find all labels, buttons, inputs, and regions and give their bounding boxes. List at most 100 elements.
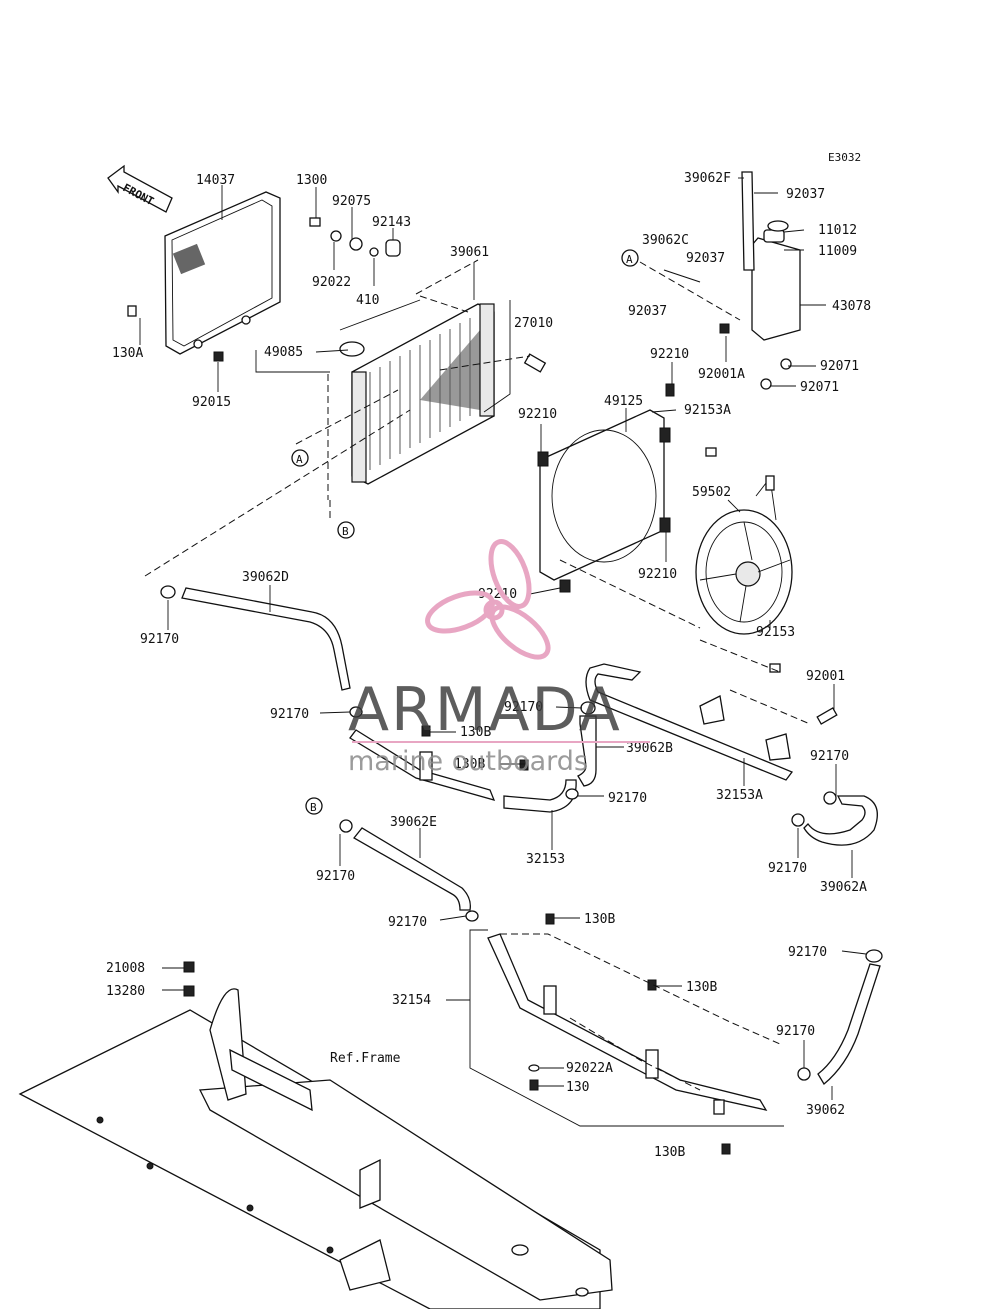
callout-b: B [305,797,323,815]
part-label: 130A [112,346,143,361]
leader-lines [139,177,867,1100]
part-label: 92170 [810,749,849,764]
hardware-1300-stack [309,217,401,257]
part-label: 39062E [390,815,437,830]
part-label: 92071 [820,359,859,374]
part-label: 92170 [504,700,543,715]
hose-39062a [791,791,878,846]
part-label: 130B [584,912,615,927]
watermark-tagline: marine outboards [348,746,588,777]
part-label: 92022A [566,1061,613,1076]
svg-text:A: A [296,453,303,466]
tank-bolt-icon [719,323,730,334]
part-label: 11012 [818,223,857,238]
part-label: 39062C [642,233,689,248]
tank-nut-icon [760,358,792,390]
reference-frame [18,988,613,1309]
reserve-tank [751,220,801,341]
hose-39062 [797,949,883,1085]
part-label: 92015 [192,395,231,410]
part-label: 39062A [820,880,867,895]
cooling-fan [695,475,793,635]
hose-39062b [577,715,597,787]
part-label: 39062D [242,570,289,585]
part-labels: 14037 1300 92075 92143 92022 410 39061 2… [106,171,871,1160]
svg-text:A: A [626,253,633,266]
diagram-code: E3032 [828,151,861,164]
guide-lines [144,259,811,1127]
washer-92022a-icon [528,1064,540,1091]
bolt-130b-icon [545,913,731,1155]
radiator-guard-plate [164,191,281,355]
part-label: 92022 [312,275,351,290]
clip-13280-icon [183,985,195,997]
part-label: 92170 [788,945,827,960]
part-label: 11009 [818,244,857,259]
ref-frame-label: Ref.Frame [330,1051,401,1066]
radiator-cap-icon [339,341,365,357]
armada-watermark: ARMADA marine outboards [348,539,650,777]
clip-21008-icon [183,961,195,973]
svg-text:B: B [310,801,317,814]
part-label: 21008 [106,961,145,976]
part-label: 92075 [332,194,371,209]
part-label: 92153 [756,625,795,640]
part-label: 130B [460,725,491,740]
part-label: 92153A [684,403,731,418]
callout-a: A [621,249,639,267]
part-label: 92170 [776,1024,815,1039]
part-label: 92037 [686,251,725,266]
water-pipe-32154 [487,933,768,1115]
part-label: 92001 [806,669,845,684]
part-label: 130B [686,980,717,995]
callout-b: B [337,521,355,539]
part-label: 13280 [106,984,145,999]
overflow-hose-39062f [741,171,755,271]
part-label: 92001A [698,367,745,382]
part-label: 92170 [270,707,309,722]
water-pipe-32153a [585,663,794,781]
part-label: 92037 [628,304,667,319]
part-label: 39062B [626,741,673,756]
fan-screw-icon [769,663,781,673]
fan-switch-icon [523,353,547,373]
front-arrow-icon: FRONT [107,164,173,213]
part-label: 92143 [372,215,411,230]
part-label: 92210 [650,347,689,362]
tank-hose-39062c [663,269,701,283]
nut-92015-icon [213,351,224,362]
part-label: 92170 [608,791,647,806]
part-label: 130B [454,757,485,772]
part-label: 49085 [264,345,303,360]
radiator-core [351,303,495,485]
part-label: 92037 [786,187,825,202]
part-label: 1300 [296,173,327,188]
part-label: 14037 [196,173,235,188]
part-label: 49125 [604,394,643,409]
part-label: 130 [566,1080,589,1095]
part-label: 92210 [518,407,557,422]
bolt-130b-icon [421,725,529,771]
callout-a: A [291,449,309,467]
bolt-130a-icon [127,305,137,317]
bolt-92001-icon [816,707,838,725]
part-label: 410 [356,293,379,308]
clamp-92170-icon [565,788,579,800]
part-label: 92071 [800,380,839,395]
part-label: 27010 [514,316,553,331]
propeller-logo-icon [425,539,551,660]
part-label: 43078 [832,299,871,314]
part-label: 92170 [388,915,427,930]
part-label: 92170 [768,861,807,876]
part-label: 39062 [806,1103,845,1118]
water-pipe-32153 [349,729,577,813]
hose-39062e [339,819,479,922]
part-label: 92170 [140,632,179,647]
part-label: 92170 [316,869,355,884]
watermark-brand: ARMADA [348,675,622,745]
part-label: 39062F [684,171,731,186]
part-label: 32153 [526,852,565,867]
hose-39062d [160,585,351,691]
part-label: 92210 [638,567,677,582]
fan-shroud [537,409,671,581]
